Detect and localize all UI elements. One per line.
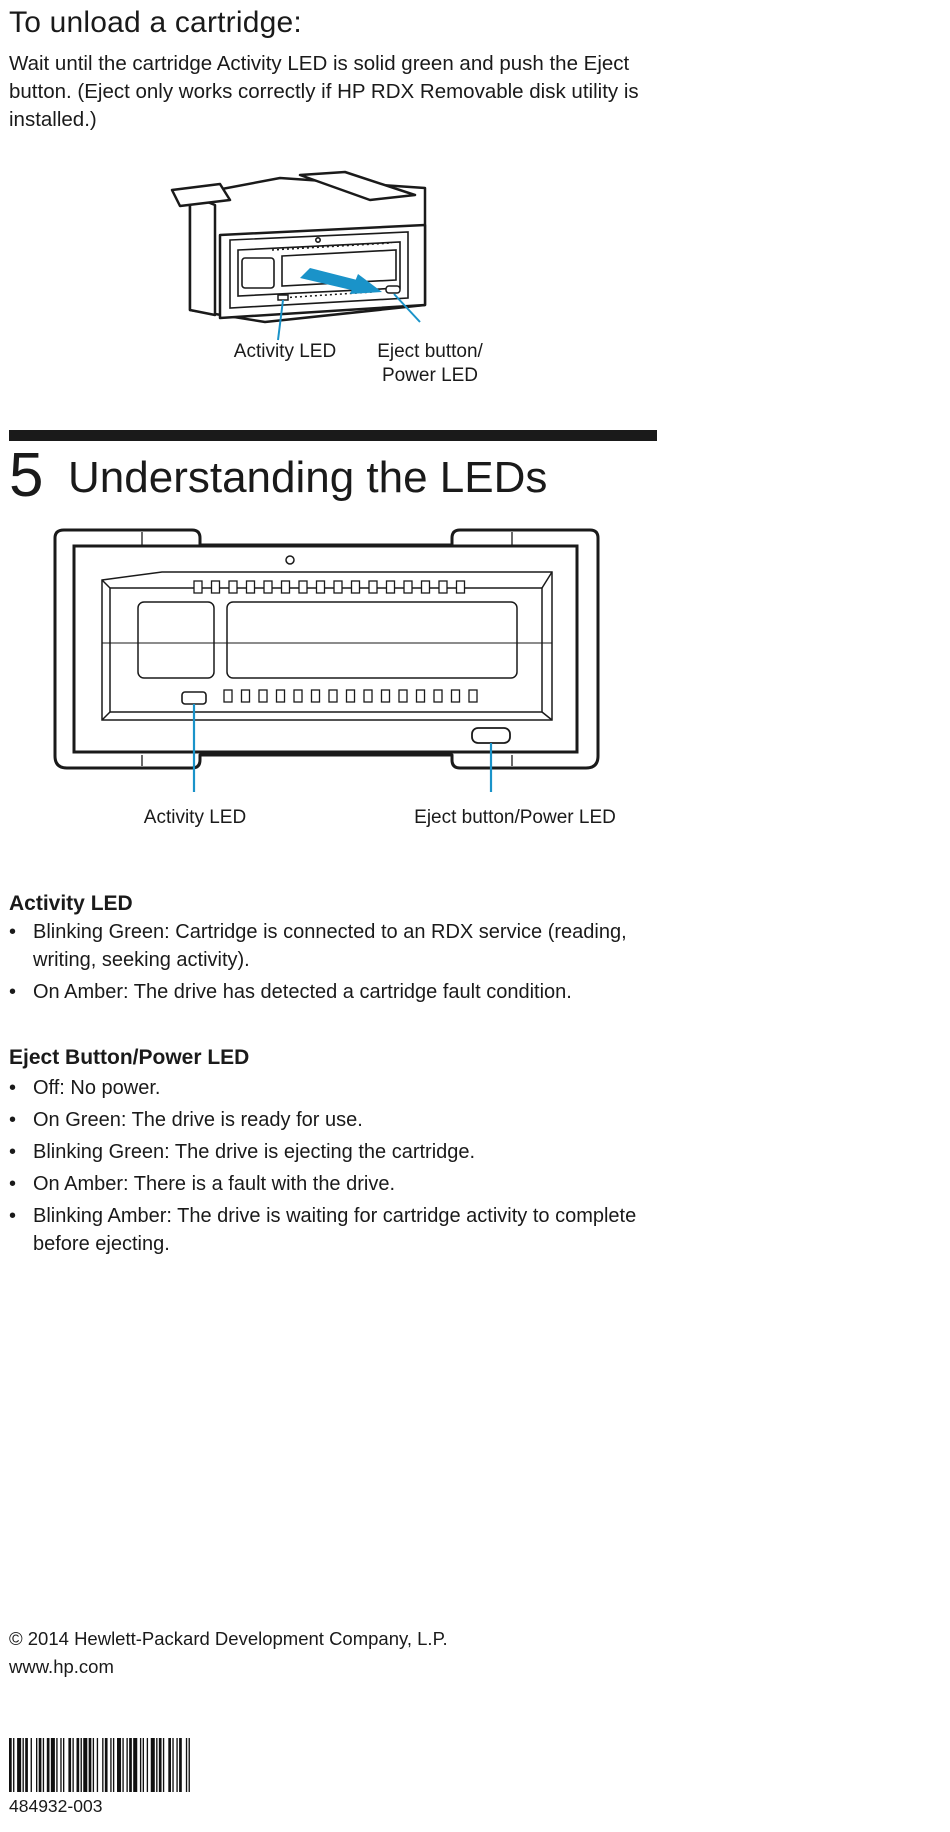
fig2-activity-led-label: Activity LED bbox=[143, 807, 247, 828]
eject-led-list: Off: No power. On Green: The drive is re… bbox=[9, 1074, 649, 1262]
eject-led-heading: Eject Button/Power LED bbox=[9, 1046, 250, 1069]
copyright-notice: © 2014 Hewlett-Packard Development Compa… bbox=[9, 1628, 448, 1649]
activity-led-list: Blinking Green: Cartridge is connected t… bbox=[9, 918, 649, 1010]
vents-top bbox=[193, 580, 466, 594]
list-item: Off: No power. bbox=[9, 1074, 649, 1102]
fig1-activity-led-label: Activity LED bbox=[233, 341, 337, 362]
unload-heading: To unload a cartridge: bbox=[9, 6, 302, 39]
list-item: Blinking Green: Cartridge is connected t… bbox=[9, 918, 649, 974]
list-item: On Amber: The drive has detected a cartr… bbox=[9, 978, 649, 1006]
drive-front-diagram bbox=[53, 528, 600, 792]
part-number: 484932-003 bbox=[9, 1796, 103, 1816]
unload-instructions: Wait until the cartridge Activity LED is… bbox=[9, 52, 639, 131]
barcode bbox=[9, 1738, 190, 1792]
eject-illustration bbox=[170, 170, 427, 341]
fig1-eject-label-line2: Power LED bbox=[381, 365, 479, 386]
list-item: Blinking Amber: The drive is waiting for… bbox=[9, 1202, 649, 1258]
section-number: 5 bbox=[9, 441, 44, 510]
fig1-eject-label-line1: Eject button/ bbox=[377, 341, 483, 362]
fig2-eject-label: Eject button/Power LED bbox=[414, 807, 616, 828]
list-item: On Green: The drive is ready for use. bbox=[9, 1106, 649, 1134]
vents-bottom bbox=[223, 689, 478, 703]
section-title: Understanding the LEDs bbox=[68, 453, 548, 502]
section-rule bbox=[9, 430, 657, 441]
list-item: Blinking Green: The drive is ejecting th… bbox=[9, 1138, 649, 1166]
list-item: On Amber: There is a fault with the driv… bbox=[9, 1170, 649, 1198]
website-url: www.hp.com bbox=[9, 1656, 114, 1677]
activity-led-heading: Activity LED bbox=[9, 892, 133, 915]
